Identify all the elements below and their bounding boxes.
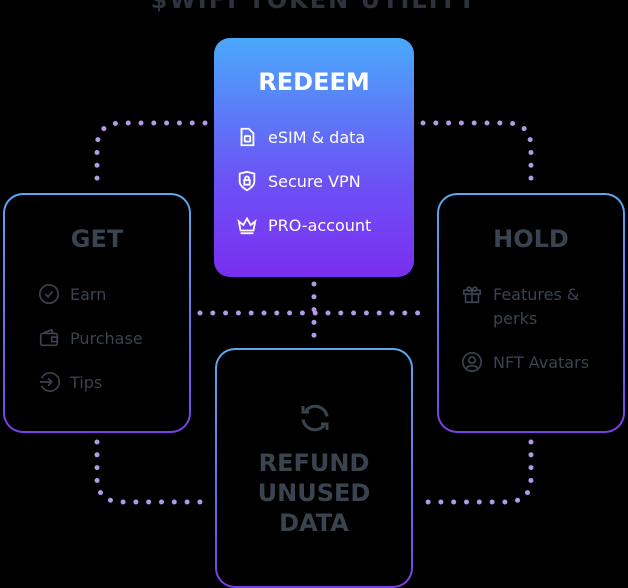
crown-icon bbox=[237, 216, 257, 235]
item-label: Secure VPN bbox=[268, 171, 361, 191]
connector-get-refund bbox=[94, 439, 209, 505]
redeem-item-pro: PRO-account bbox=[236, 214, 371, 236]
shield-lock-icon bbox=[238, 170, 256, 192]
user-circle-icon bbox=[462, 352, 482, 372]
refund-heading: REFUND UNUSED DATA bbox=[257, 449, 371, 537]
redeem-item-vpn: Secure VPN bbox=[236, 170, 361, 192]
hold-item-nft-avatars: NFT Avatars bbox=[461, 351, 589, 373]
item-label: eSIM & data bbox=[268, 127, 366, 147]
get-item-tips: Tips bbox=[38, 371, 102, 393]
redeem-card: REDEEM eSIM & data Secure VPN PRO-accoun… bbox=[214, 38, 414, 277]
connector-redeem-get bbox=[94, 120, 208, 189]
connector-redeem-hold bbox=[420, 120, 534, 189]
refresh-icon bbox=[301, 404, 329, 432]
item-label: Features & perks bbox=[493, 285, 580, 328]
get-card: GET Earn Purchase Tips bbox=[3, 193, 191, 433]
connector-hold-refund bbox=[419, 439, 534, 505]
item-label: Purchase bbox=[70, 328, 143, 348]
dotted-connectors bbox=[94, 120, 534, 505]
redeem-heading: REDEEM bbox=[258, 68, 370, 96]
get-item-earn: Earn bbox=[38, 283, 106, 305]
gift-icon bbox=[462, 286, 482, 304]
refund-card: REFUND UNUSED DATA bbox=[215, 348, 413, 588]
redeem-item-esim: eSIM & data bbox=[236, 126, 365, 148]
hold-heading: HOLD bbox=[493, 225, 569, 253]
sign-in-icon bbox=[39, 372, 60, 392]
item-label: PRO-account bbox=[268, 215, 372, 235]
get-heading: GET bbox=[70, 225, 124, 253]
item-label: Earn bbox=[70, 284, 107, 304]
wallet-icon bbox=[39, 328, 59, 347]
item-label: Tips bbox=[70, 372, 103, 392]
hold-card: HOLD Features & perks NFT Avatars bbox=[437, 193, 625, 433]
item-label: NFT Avatars bbox=[493, 352, 590, 372]
get-item-purchase: Purchase bbox=[38, 327, 143, 349]
sim-card-icon bbox=[240, 127, 255, 147]
check-circle-icon bbox=[39, 284, 59, 304]
hold-item-features: Features & perks bbox=[461, 283, 611, 331]
diagram-title: $WIFI TOKEN UTILITY bbox=[150, 0, 478, 14]
